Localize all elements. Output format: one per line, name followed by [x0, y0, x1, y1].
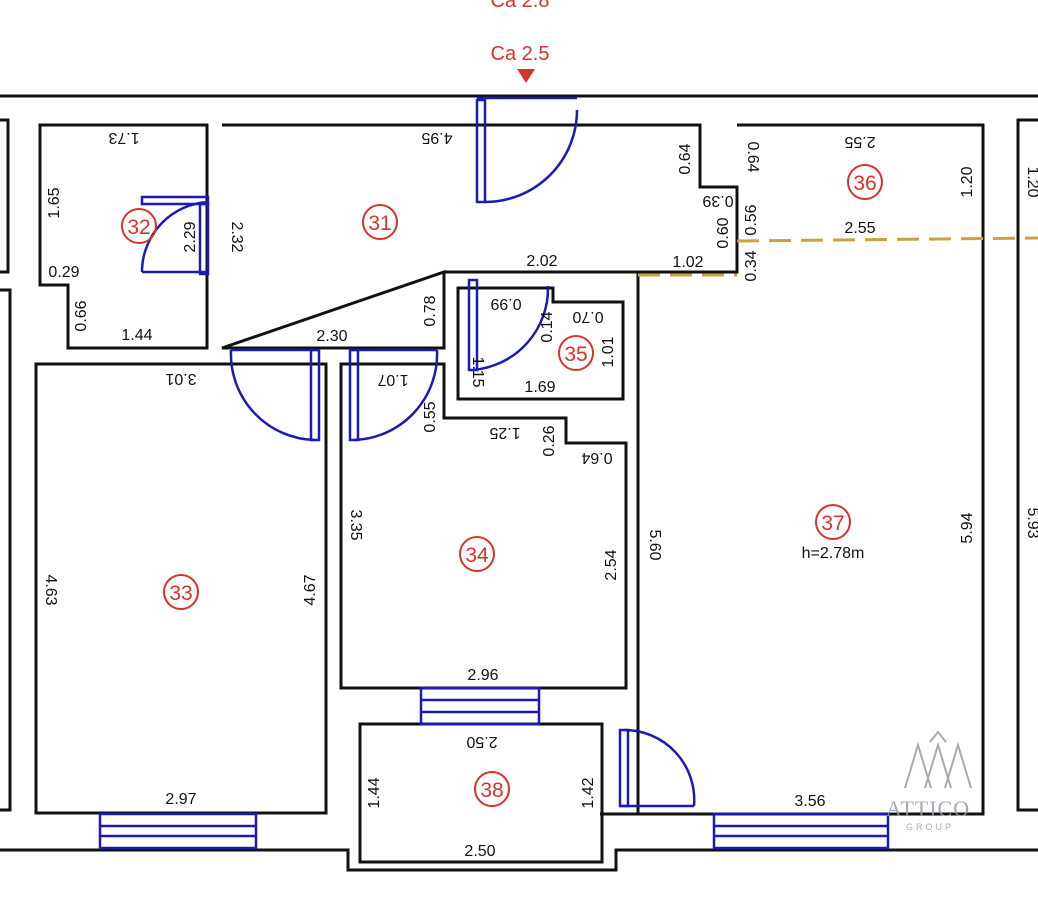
- dim-33-right: 4.67: [302, 574, 319, 605]
- room-32-door: [140, 195, 210, 276]
- dim-33-bottom: 2.97: [165, 791, 196, 808]
- dim-36-bottom: 2.55: [844, 220, 875, 237]
- room-31-number: 31: [368, 212, 391, 235]
- dim-35-step: 0.14: [539, 311, 556, 342]
- dim-35-bottom: 1.69: [524, 379, 555, 396]
- dim-36-left-b: 0.56: [743, 204, 760, 235]
- left-neighbor-wall: [0, 118, 12, 812]
- room-32-number: 32: [127, 216, 150, 239]
- dimensions: 1.73 1.65 2.29 0.29 0.66 1.44 4.95 2.32 …: [42, 129, 1038, 860]
- room-33-number: 33: [169, 582, 192, 605]
- logo-emblem-icon: [904, 730, 972, 789]
- room-31-badge: [362, 204, 398, 240]
- dim-partition: 1.02: [672, 254, 703, 271]
- room-33-door: [229, 348, 321, 442]
- dim-31-bottom: 2.30: [316, 328, 347, 345]
- dim-31-step: 0.78: [422, 295, 439, 326]
- dim-31-right-b: 0.39: [702, 192, 733, 209]
- room-34-number: 34: [465, 544, 489, 567]
- dim-31-right-a: 0.64: [677, 143, 694, 174]
- dim-34-top: 1.25: [489, 424, 520, 441]
- room-38-number: 38: [480, 779, 503, 802]
- room-35-door: [467, 278, 550, 372]
- dim-34-step-b: 0.26: [541, 425, 558, 456]
- dim-38-right: 1.42: [580, 777, 597, 808]
- window-33: [98, 812, 258, 850]
- dim-35-top-b: 0.70: [572, 308, 603, 325]
- dim-34-step-c: 0.64: [581, 449, 612, 466]
- room-37-badge: [815, 504, 851, 540]
- level-top-cut: Ca 2.8: [491, 0, 550, 12]
- room-36-37-wall: [600, 123, 985, 816]
- dim-36-right: 1.20: [959, 166, 976, 197]
- dim-38-left: 1.44: [366, 777, 383, 808]
- room-numbers: [121, 164, 883, 807]
- room-37-number: 37: [821, 512, 844, 535]
- level-entry: Ca 2.5: [491, 43, 550, 65]
- right-neighbor-wall: [1016, 118, 1038, 812]
- window-34-38: [419, 686, 541, 726]
- dim-34-step-a: 0.55: [422, 401, 439, 432]
- dim-neighbor-right-top: 1.20: [1024, 166, 1038, 197]
- dim-34-door: 1.07: [377, 371, 408, 388]
- dim-32-notch-w: 0.29: [48, 264, 79, 281]
- dim-34-left: 3.35: [347, 509, 364, 540]
- dim-38-bottom: 2.50: [464, 843, 495, 860]
- room-35-wall: [456, 286, 625, 401]
- dim-32-left: 1.65: [46, 187, 63, 218]
- logo-sub: GROUP: [906, 822, 954, 832]
- dim-31-top: 4.95: [421, 129, 452, 146]
- ceiling-height: h=2.78m: [802, 545, 865, 562]
- dim-37-left: 5.60: [646, 529, 663, 560]
- dim-35-left: 1.15: [469, 356, 486, 387]
- dim-36-top: 2.55: [844, 133, 875, 150]
- room-34-badge: [459, 536, 495, 572]
- dim-neighbor-right: 5.93: [1024, 507, 1038, 538]
- room-33-badge: [163, 574, 199, 610]
- dim-36-left-a: 0.64: [744, 141, 761, 172]
- dim-31-hall-w: 2.02: [526, 253, 557, 270]
- dim-35-top-a: 0.99: [490, 295, 521, 312]
- dim-34-bottom: 2.96: [467, 667, 498, 684]
- entry-door: [475, 96, 579, 204]
- dim-33-left: 4.63: [42, 574, 59, 605]
- dim-37-bottom: 3.56: [794, 793, 825, 810]
- dim-32-door: 2.29: [182, 221, 199, 252]
- dim-31-right-c: 0.60: [715, 217, 732, 248]
- attico-logo: ATTICO GROUP: [886, 730, 972, 832]
- dim-35-right: 1.01: [600, 336, 617, 367]
- dim-36-left-c: 0.34: [743, 250, 760, 281]
- outer-wall: [0, 94, 1038, 872]
- dim-34-right: 2.54: [603, 549, 620, 580]
- room-33-wall: [34, 362, 328, 815]
- level-arrow-icon: [517, 69, 535, 83]
- dim-32-top: 1.73: [108, 129, 139, 146]
- room-38-badge: [474, 771, 510, 807]
- room-31-wall: [221, 123, 739, 399]
- openings: [98, 96, 890, 850]
- partition-line: [638, 236, 1038, 277]
- dim-31-left: 2.32: [228, 221, 245, 252]
- room-35-badge: [558, 335, 594, 371]
- dim-38-top: 2.50: [466, 733, 497, 750]
- dim-37-right: 5.94: [959, 512, 976, 543]
- room-32-wall: [38, 123, 209, 350]
- room-36-badge: [847, 164, 883, 200]
- dim-32-bottom: 1.44: [121, 327, 152, 344]
- logo-name: ATTICO: [886, 796, 970, 821]
- window-37: [712, 812, 890, 850]
- room-34-wall: [339, 362, 628, 690]
- dim-33-top: 3.01: [165, 370, 196, 387]
- room-36-number: 36: [853, 172, 876, 195]
- room-35-number: 35: [564, 343, 587, 366]
- room-38-door: [618, 728, 696, 808]
- room-32-badge: [121, 208, 157, 244]
- dim-32-notch-h: 0.66: [73, 300, 90, 331]
- room-34-door: [348, 348, 439, 442]
- walls: [0, 94, 1038, 872]
